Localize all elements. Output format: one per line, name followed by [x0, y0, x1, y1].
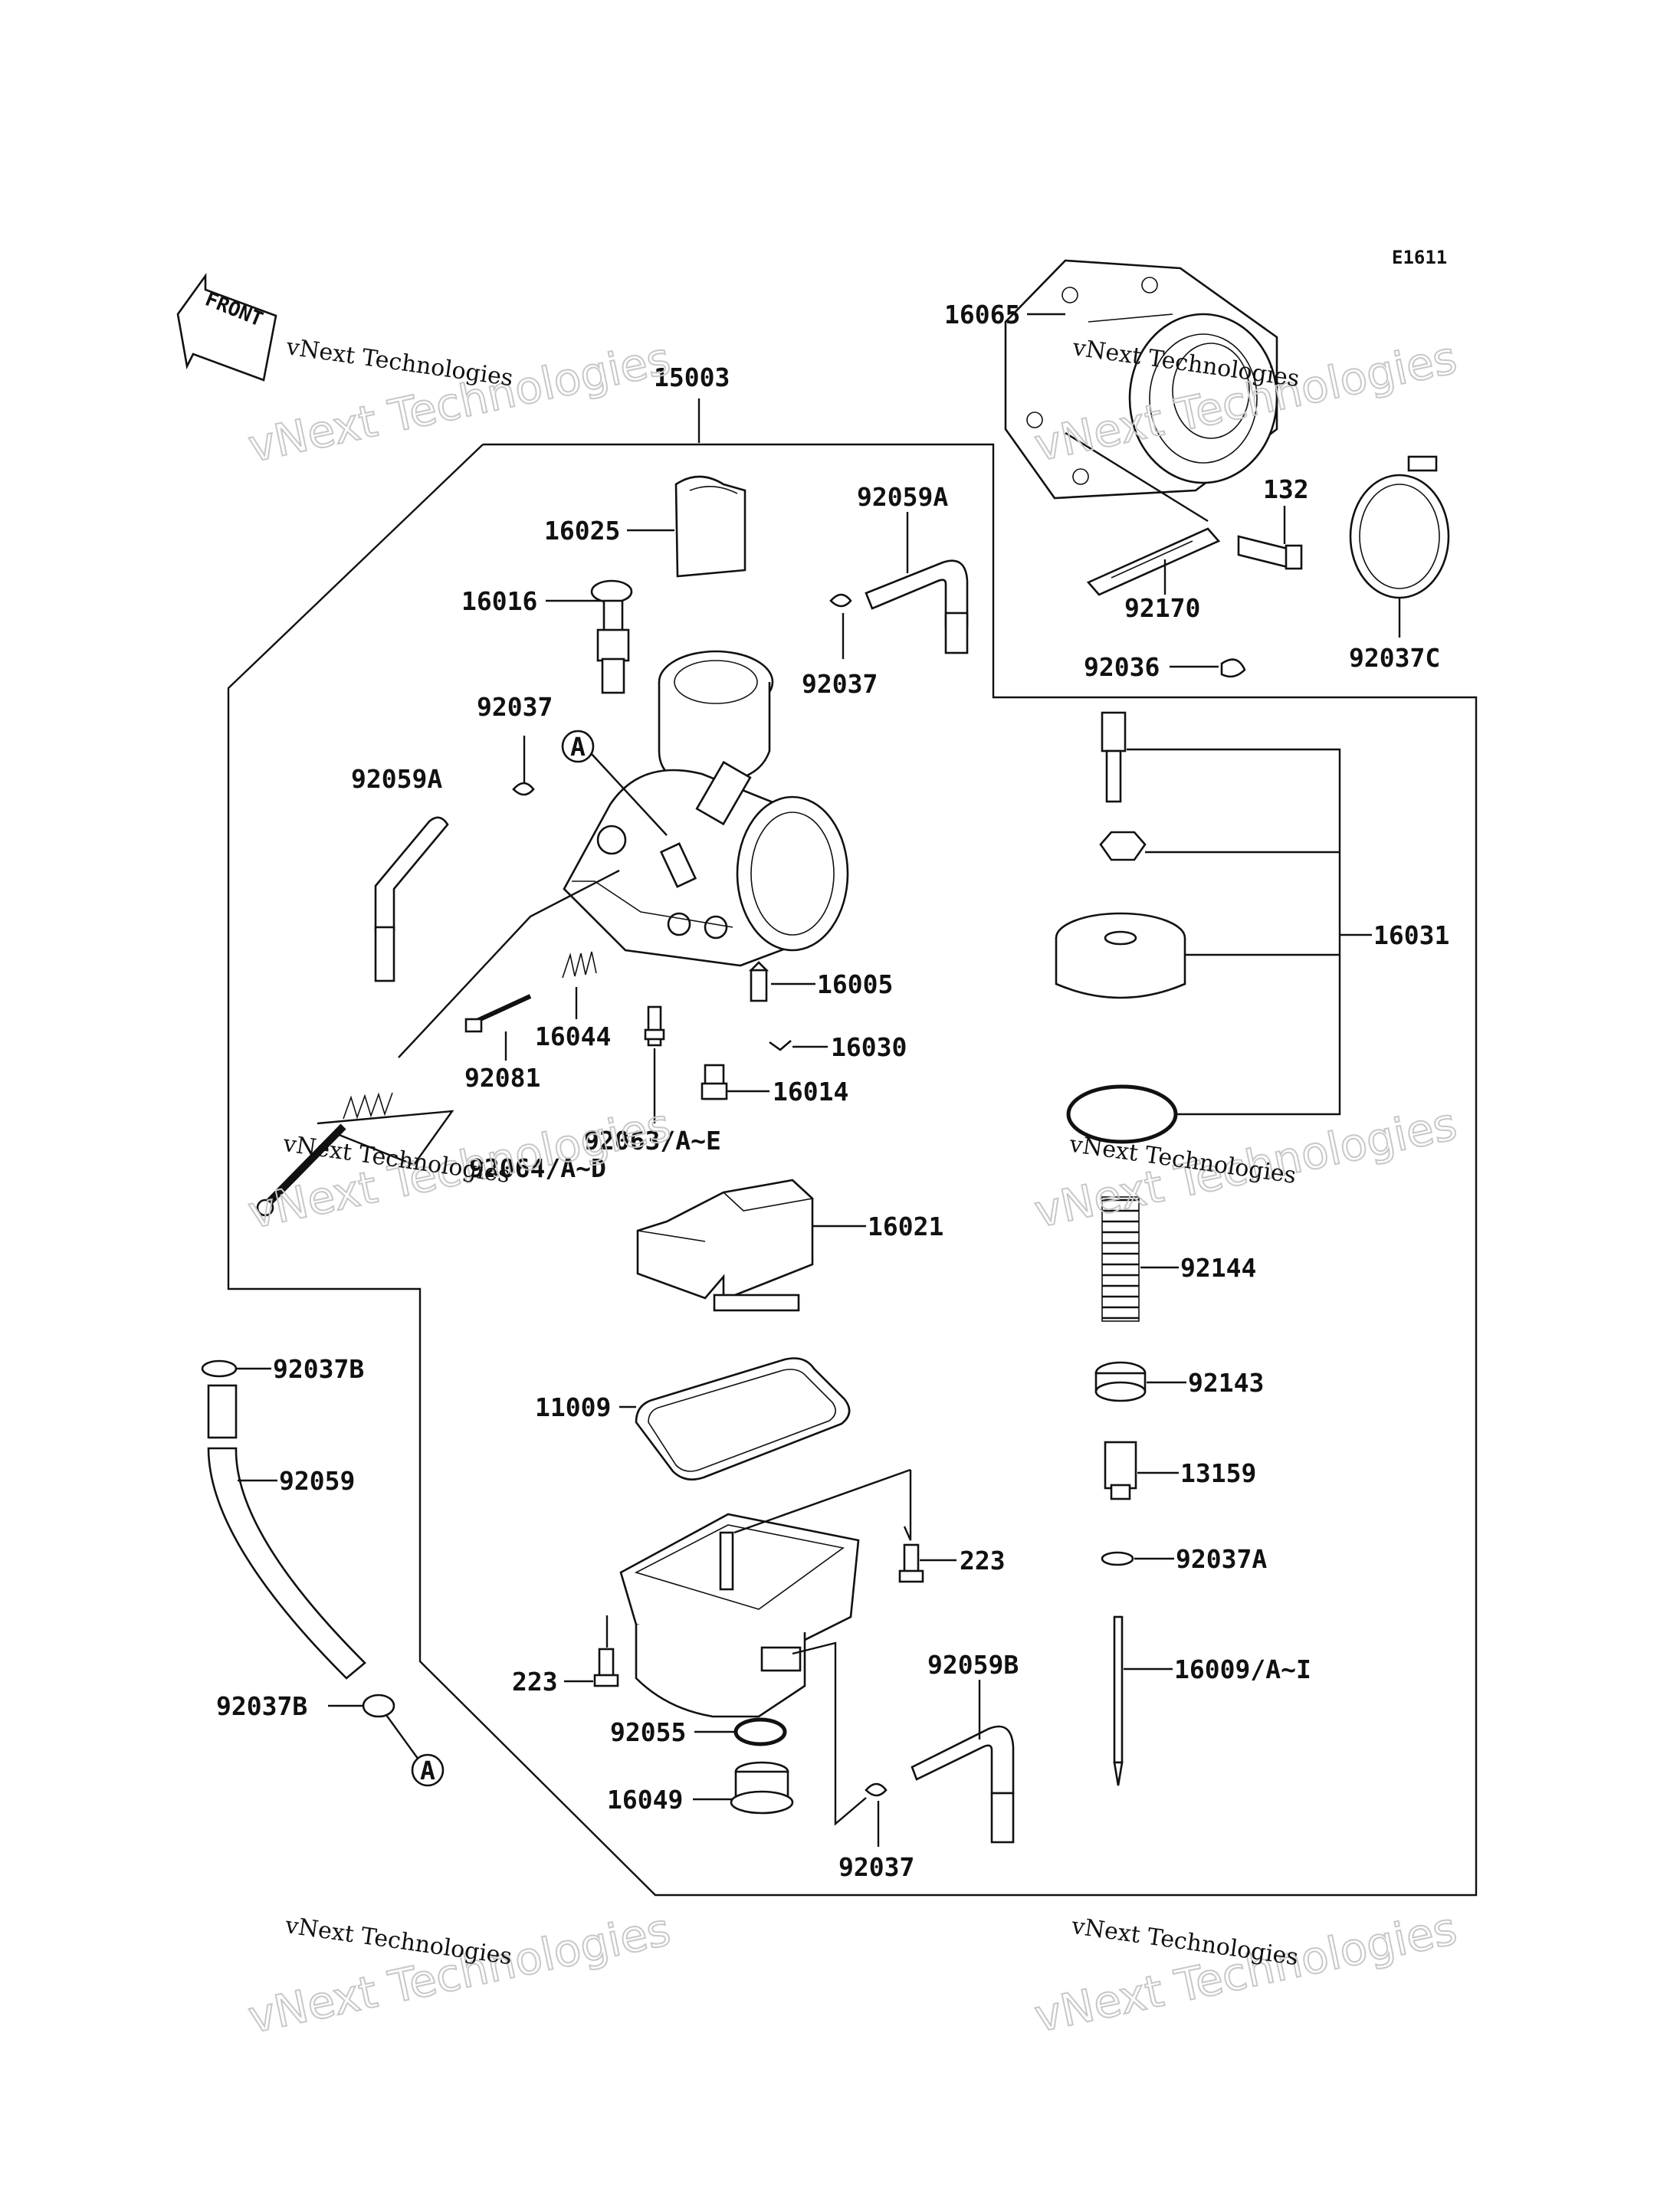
nut-part — [1099, 831, 1147, 861]
label-92037-top: 92037 — [802, 669, 878, 699]
label-92064: 92063/A~E — [584, 1126, 721, 1156]
label-16044: 16030 — [831, 1032, 907, 1062]
adjuster-screw-part — [1101, 711, 1127, 803]
float-16031-part — [636, 1179, 814, 1312]
label-92059: 92059 — [279, 1466, 355, 1496]
plug-16049-part — [730, 1761, 794, 1815]
label-16016: 16016 — [461, 586, 537, 616]
tube-92059-part — [207, 1384, 366, 1680]
bolt-132-part — [1237, 535, 1303, 570]
label-92144: 92144 — [1180, 1253, 1256, 1283]
label-15003: 15003 — [654, 362, 730, 392]
label-92170: 92170 — [1124, 593, 1200, 623]
label-92037C: 92037C — [1349, 643, 1440, 673]
label-92059A-top: 92059A — [857, 482, 948, 512]
hose-92059A-left-part — [374, 816, 449, 982]
label-11009: 11009 — [535, 1392, 611, 1422]
label-92037A: 92037A — [1176, 1544, 1267, 1574]
carburetor-body-part — [563, 650, 849, 967]
label-16021: 92064/A~D — [469, 1153, 606, 1183]
label-13159: 13159 — [1180, 1458, 1256, 1488]
label-16049: 16049 — [607, 1785, 683, 1815]
watermark-5: vNext Technologies vNext Technologies — [243, 1903, 675, 2045]
clip-16044-part — [769, 1040, 792, 1051]
label-92055: 92055 — [610, 1717, 686, 1747]
label-16005: 16031 — [1373, 920, 1449, 950]
label-92037-left: 92037 — [477, 692, 553, 722]
svg-text:A: A — [570, 732, 586, 762]
clip-92037-top-part — [829, 593, 852, 608]
assembly-outline — [227, 443, 1478, 1897]
clip-92037B-bottom-part — [362, 1694, 395, 1718]
label-16031: 16021 — [868, 1212, 943, 1241]
hose-92059A-top-part — [865, 559, 969, 654]
float-valve-16030-part — [748, 961, 769, 1002]
label-16030: 16005 — [817, 969, 893, 999]
top-cap-16025-part — [674, 475, 746, 578]
screw-16021-part — [256, 1092, 393, 1217]
label-92059B: 92059B — [927, 1650, 1019, 1680]
label-92037B-bottom: 92037B — [216, 1691, 307, 1721]
top-cap-16005-part — [1055, 912, 1186, 999]
label-16025: 16025 — [544, 516, 620, 546]
holder-92143-part — [1094, 1361, 1147, 1402]
screw-223-left-part — [593, 1648, 619, 1687]
label-16065: 16065 — [944, 300, 1020, 330]
label-92143: 92143 — [1188, 1368, 1264, 1398]
label-132: 132 — [1263, 474, 1309, 504]
jet-needle-16009-part — [1113, 1615, 1124, 1786]
label-92037-bottom: 92037 — [838, 1852, 914, 1882]
watermark-6: vNext Technologies vNext Technologies — [1029, 1901, 1462, 2043]
float-bowl-part — [619, 1513, 860, 1718]
watermark-1: vNext Technologies vNext Technologies — [243, 332, 675, 474]
clip-92037-left-part — [512, 782, 535, 796]
label-92063: 16014 — [773, 1077, 848, 1107]
screw-223-right-part — [898, 1543, 924, 1583]
clip-92037B-top-part — [201, 1359, 238, 1378]
jet-92063-part — [701, 1064, 728, 1100]
diagram-code: E1611 — [1392, 247, 1447, 268]
gasket-11009-part — [635, 1357, 851, 1481]
clip-92036-part — [1220, 658, 1246, 678]
clamp-92037C-part — [1349, 455, 1450, 599]
oring-92055-part — [733, 1717, 787, 1746]
spring-92081-part — [562, 951, 597, 979]
label-92037B-top: 92037B — [273, 1354, 364, 1384]
needle-holder-13159-part — [1104, 1441, 1137, 1500]
callout-a-bottom: A — [411, 1753, 445, 1787]
label-92036: 92036 — [1084, 652, 1160, 682]
clip-92037-bottom-part — [865, 1782, 888, 1797]
front-arrow-icon: FRONT — [176, 272, 277, 382]
callout-a-top: A — [561, 730, 595, 763]
clip-92037A-part — [1101, 1551, 1134, 1566]
screw-16014-part — [464, 994, 532, 1033]
svg-text:A: A — [420, 1756, 435, 1785]
label-16009: 16009/A~I — [1174, 1654, 1311, 1684]
svg-text:vNext Technologies: vNext Technologies — [284, 333, 515, 392]
adjuster-16016-part — [590, 579, 633, 694]
hose-92059B-part — [911, 1725, 1015, 1844]
watermark-3: vNext Technologies vNext Technologies — [243, 1098, 675, 1240]
label-92059A-left: 92059A — [351, 764, 442, 794]
label-92081: 16044 — [535, 1021, 611, 1051]
spring-92144-part — [1101, 1196, 1140, 1322]
label-223-left: 223 — [512, 1667, 558, 1697]
label-223-right: 223 — [960, 1546, 1006, 1576]
plate-92170-part — [1086, 527, 1221, 596]
label-16014: 92081 — [464, 1063, 540, 1093]
jet-92064-part — [644, 1005, 665, 1047]
